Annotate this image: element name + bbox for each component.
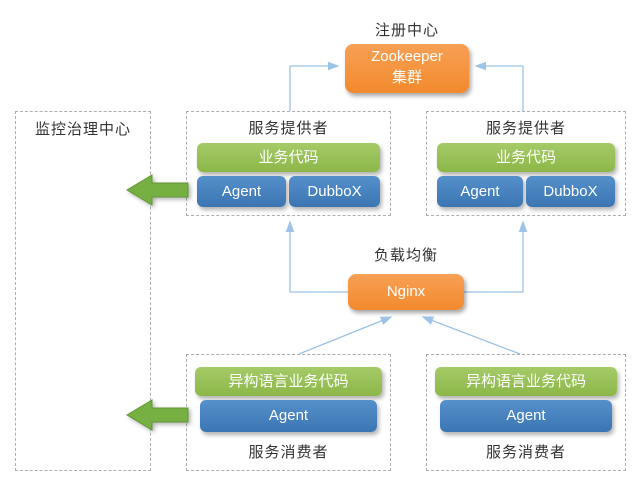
registry-center-label: 注册中心 (374, 22, 439, 39)
zookeeper-node-line1: Zookeeper (371, 48, 443, 65)
service-consumer-left-box: 异构语言业务代码 Agent 服务消费者 (186, 354, 391, 471)
consumer-agent-right: Agent (440, 400, 612, 432)
dubbox-node-left: DubboX (289, 176, 380, 207)
hetero-business-code-right: 异构语言业务代码 (435, 367, 617, 396)
hetero-business-code-left: 异构语言业务代码 (195, 367, 382, 396)
consumer-agent-left: Agent (200, 400, 377, 432)
service-consumer-right-label: 服务消费者 (485, 444, 566, 461)
dubbox-node-right: DubboX (526, 176, 615, 207)
service-provider-right-box: 服务提供者 业务代码 Agent DubboX (426, 111, 626, 216)
agent-dubbox-row-right: Agent DubboX (437, 176, 615, 207)
agent-node-right: Agent (437, 176, 523, 207)
monitoring-center-box: 监控治理中心 (15, 111, 151, 471)
service-provider-left-box: 服务提供者 业务代码 Agent DubboX (186, 111, 391, 216)
zookeeper-node: Zookeeper 集群 (345, 44, 469, 93)
agent-dubbox-row-left: Agent DubboX (197, 176, 380, 207)
zookeeper-node-line2: 集群 (391, 69, 422, 86)
monitoring-center-label: 监控治理中心 (34, 121, 131, 138)
nginx-node: Nginx (348, 274, 464, 310)
agent-node-left: Agent (197, 176, 286, 207)
service-consumer-right-box: 异构语言业务代码 Agent 服务消费者 (426, 354, 626, 471)
business-code-right: 业务代码 (437, 143, 615, 172)
business-code-left: 业务代码 (197, 143, 380, 172)
service-provider-left-label: 服务提供者 (248, 120, 329, 137)
load-balancer-label: 负载均衡 (373, 247, 438, 264)
service-consumer-left-label: 服务消费者 (248, 444, 329, 461)
service-provider-right-label: 服务提供者 (485, 120, 566, 137)
